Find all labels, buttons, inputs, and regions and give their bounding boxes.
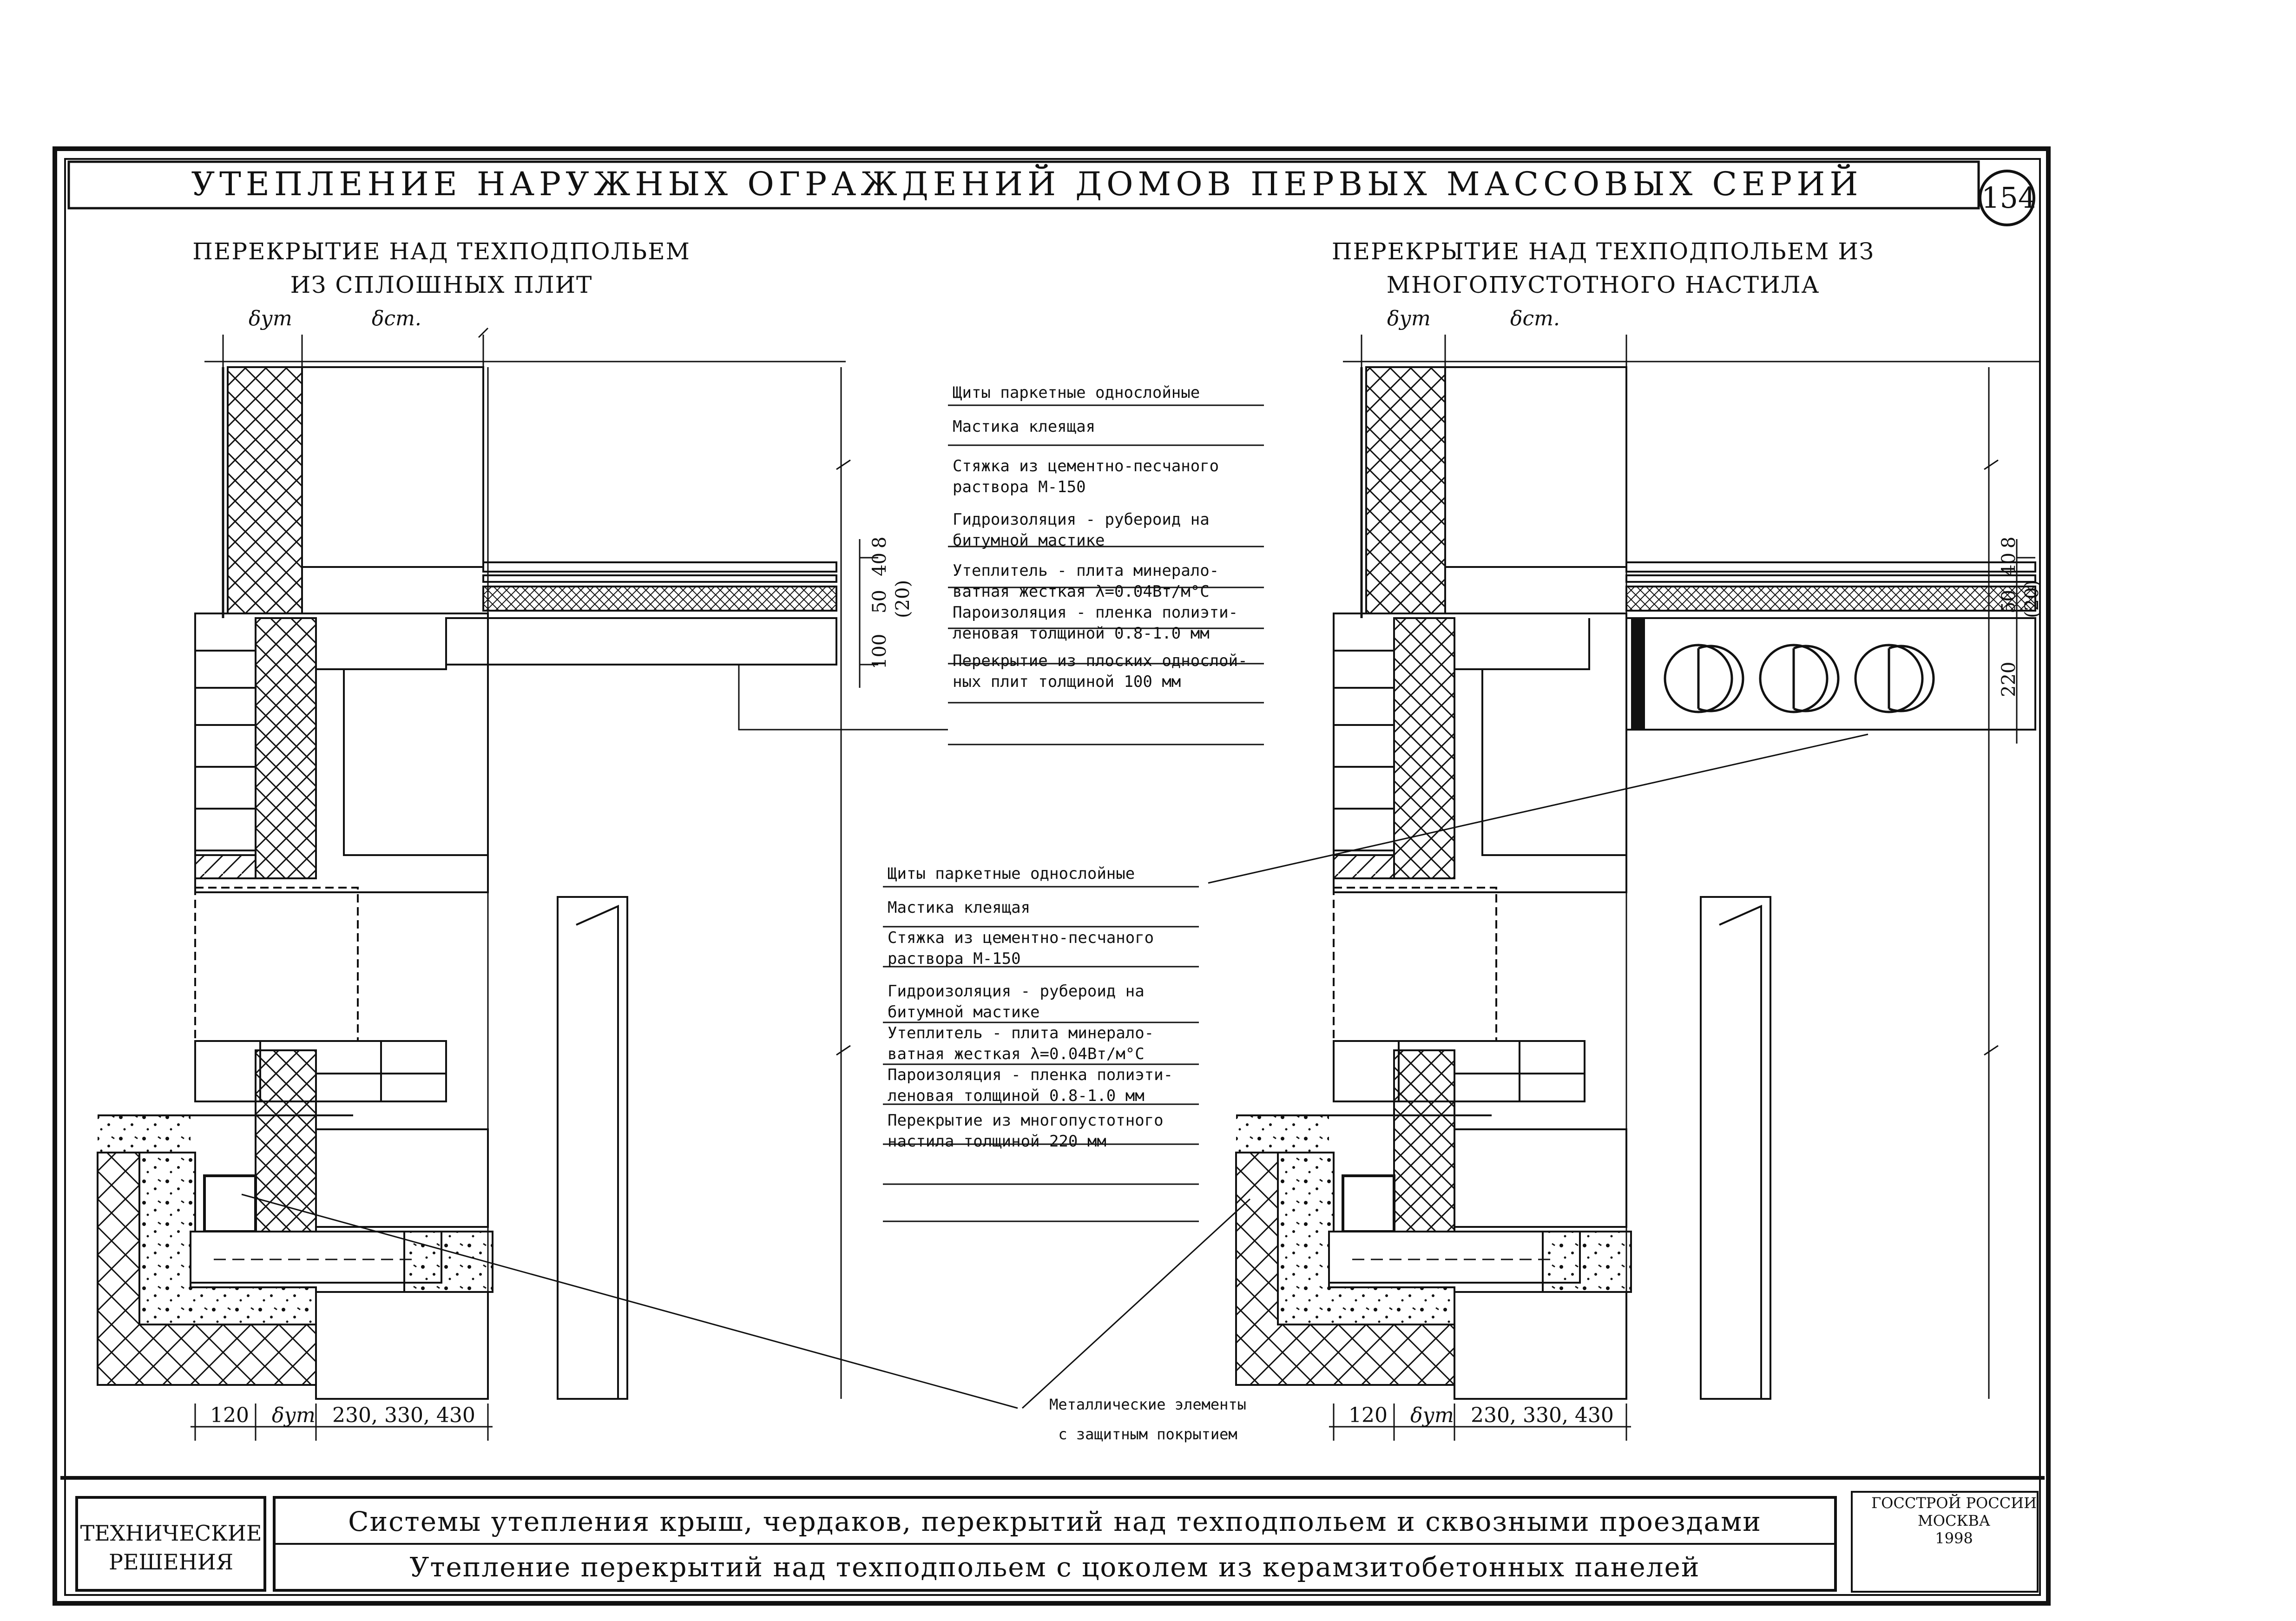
- legend-bottom-item: раствора М-150: [888, 949, 1021, 968]
- legend-top: Щиты паркетные однослойные Мастика клеящ…: [953, 379, 1269, 692]
- legend-top-item: Щиты паркетные однослойные: [953, 383, 1200, 402]
- left-dim-bottom-3: 230, 330, 430: [332, 1404, 475, 1427]
- right-title-line2: МНОГОПУСТОТНОГО НАСТИЛА: [1386, 271, 1820, 298]
- legend-bottom-item: настила толщиной 220 мм: [888, 1132, 1106, 1151]
- legend-top-item: раствора М-150: [953, 478, 1086, 496]
- legend-top-item: Перекрытие из плоских однослой-: [953, 652, 1248, 670]
- legend-bottom-item: леновая толщиной 0.8-1.0 мм: [888, 1087, 1145, 1105]
- legend-bottom-item: Мастика клеящая: [888, 898, 1031, 917]
- header-box: [67, 160, 1980, 210]
- legend-bottom-item: Щиты паркетные однослойные: [888, 864, 1135, 883]
- metal-leader-right: [1021, 1198, 1251, 1409]
- tb-left-line2: РЕШЕНИЯ: [109, 1549, 233, 1575]
- legend-top-item: ных плит толщиной 100 мм: [953, 672, 1181, 691]
- right-dim-vert-20: (20): [2021, 580, 2043, 618]
- legend-bottom-item: Пароизоляция - пленка полиэти-: [888, 1066, 1173, 1084]
- hollow-core-void: [1854, 644, 1924, 713]
- legend-top-item: Мастика клеящая: [953, 417, 1096, 436]
- legend-bottom-rules: [883, 886, 1199, 1222]
- hollow-core-void: [1664, 644, 1733, 713]
- right-title-line1: ПЕРЕКРЫТИЕ НАД ТЕХПОДПОЛЬЕМ ИЗ: [1331, 238, 1875, 265]
- legend-top-rules: [948, 404, 1264, 745]
- left-dim-vert-50: 50: [869, 590, 890, 613]
- right-dim-bottom-3: 230, 330, 430: [1471, 1404, 1614, 1427]
- left-detail-title: ПЕРЕКРЫТИЕ НАД ТЕХПОДПОЛЬЕМ ИЗ СПЛОШНЫХ …: [163, 235, 720, 302]
- right-dim-bottom-2: δут: [1410, 1404, 1454, 1427]
- tb-org-line1: ГОССТРОЙ РОССИИ: [1871, 1494, 2037, 1512]
- hollow-core-void: [1759, 644, 1829, 713]
- left-dim-bottom-1: 120: [210, 1404, 249, 1427]
- right-dim-insulation: δут: [1387, 307, 1431, 330]
- title-block-right-box: [1851, 1491, 2039, 1593]
- left-dim-bottom-2: δут: [272, 1404, 316, 1427]
- legend-bottom-item: ватная жесткая λ=0.04Вт/м°С: [888, 1045, 1145, 1063]
- left-title-line1: ПЕРЕКРЫТИЕ НАД ТЕХПОДПОЛЬЕМ: [192, 238, 691, 265]
- metal-leader-left: [241, 1193, 1018, 1409]
- left-dim-vert-100: 100: [869, 633, 890, 669]
- legend-top-item: Стяжка из цементно-песчаного: [953, 457, 1219, 475]
- left-title-line2: ИЗ СПЛОШНЫХ ПЛИТ: [290, 271, 593, 298]
- legend-top-item: битумной мастике: [953, 531, 1105, 550]
- legend-bottom-item: Перекрытие из многопустотного: [888, 1111, 1164, 1130]
- sheet-frame-outer: [53, 146, 2051, 1606]
- legend-bottom-item: Утеплитель - плита минерало-: [888, 1024, 1154, 1042]
- right-dim-vert-220: 220: [1998, 661, 2020, 697]
- sheet-frame-inner: [64, 158, 2041, 1596]
- left-dim-vert-40: 40: [869, 553, 890, 576]
- tb-org-line3: 1998: [1935, 1529, 1973, 1547]
- tb-left-line1: ТЕХНИЧЕСКИЕ: [80, 1521, 262, 1546]
- metal-elements-note: Металлические элементы с защитным покрыт…: [990, 1390, 1306, 1449]
- left-dim-wall: δст.: [372, 307, 421, 330]
- legend-bottom-item: битумной мастике: [888, 1003, 1040, 1021]
- sheet-title: УТЕПЛЕНИЕ НАРУЖНЫХ ОГРАЖДЕНИЙ ДОМОВ ПЕРВ…: [191, 165, 1863, 203]
- right-dim-vert-40: 40: [1998, 553, 2020, 576]
- legend-top-item: Пароизоляция - пленка полиэти-: [953, 603, 1238, 622]
- metal-note-line2: с защитным покрытием: [1058, 1425, 1237, 1443]
- legend-top-item: Гидроизоляция - рубероид на: [953, 510, 1210, 529]
- right-dim-wall: δст.: [1510, 307, 1560, 330]
- legend-top-item: Утеплитель - плита минерало-: [953, 561, 1219, 580]
- legend-bottom-item: Стяжка из цементно-песчаного: [888, 929, 1154, 947]
- title-block-left-box: [75, 1496, 266, 1592]
- left-dim-vert-20: (20): [892, 580, 914, 618]
- left-dim-vert-8: 8: [869, 536, 890, 548]
- title-block-organization: ГОССТРОЙ РОССИИ МОСКВА 1998: [1863, 1494, 2045, 1547]
- title-block-main-line1: Системы утепления крыш, чердаков, перекр…: [348, 1506, 1762, 1537]
- right-dim-vert-50: 50: [1998, 590, 2020, 613]
- title-block-main-line2: Утепление перекрытий над техподпольем с …: [409, 1551, 1700, 1583]
- legend-top-item: ватная жесткая λ=0.04Вт/м°С: [953, 582, 1210, 601]
- title-block-left: ТЕХНИЧЕСКИЕ РЕШЕНИЯ: [78, 1503, 264, 1592]
- sheet-number: 154: [1979, 170, 2036, 226]
- right-dim-bottom-1: 120: [1349, 1404, 1388, 1427]
- left-detail-drawing: [97, 327, 948, 1441]
- right-detail-drawing: [1208, 335, 2040, 1441]
- legend-top-item: леновая толщиной 0.8-1.0 мм: [953, 624, 1210, 643]
- right-dim-vert-8: 8: [1998, 536, 2020, 548]
- legend-bottom-item: Гидроизоляция - рубероид на: [888, 982, 1145, 1001]
- metal-note-line1: Металлические элементы: [1049, 1396, 1246, 1413]
- legend-bottom: Щиты паркетные однослойные Мастика клеящ…: [888, 860, 1204, 1152]
- left-dim-insulation: δут: [249, 307, 292, 330]
- right-detail-title: ПЕРЕКРЫТИЕ НАД ТЕХПОДПОЛЬЕМ ИЗ МНОГОПУСТ…: [1301, 235, 1905, 302]
- tb-org-line2: МОСКВА: [1918, 1512, 1990, 1529]
